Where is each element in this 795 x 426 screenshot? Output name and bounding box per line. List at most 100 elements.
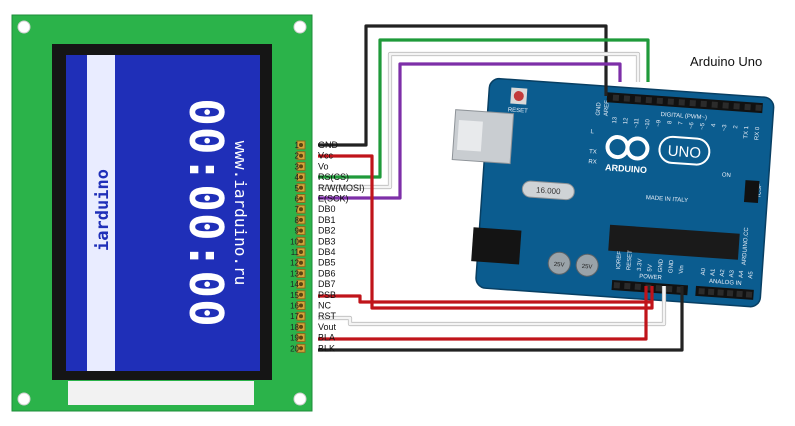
lcd-pin-label: DB0 <box>318 204 336 214</box>
arduino-title: Arduino Uno <box>690 54 762 69</box>
l-label: L <box>590 129 594 135</box>
on-label: ON <box>722 172 731 179</box>
power-pin-label: RESET <box>626 250 633 271</box>
digital-pin-socket <box>656 97 664 105</box>
power-pin-label: IOREF <box>616 251 623 270</box>
power-pin-label: GND <box>668 259 675 273</box>
digital-pin-socket <box>689 100 696 107</box>
reset-button-cap <box>513 91 524 102</box>
aref-label: AREF <box>604 100 611 117</box>
lcd-url-text: www.iarduino.ru <box>231 141 250 286</box>
capacitor <box>575 253 599 277</box>
lcd-pin-hole <box>299 164 303 169</box>
lcd-pin-label: DB6 <box>318 268 336 278</box>
lcd-pin-label: DB3 <box>318 236 336 246</box>
lcd-pin-hole <box>299 303 303 308</box>
digital-pin-label: ~5 <box>700 122 707 130</box>
lcd-pin-hole <box>299 324 303 329</box>
digital-pin-socket <box>711 101 718 108</box>
power-header-label: POWER <box>639 274 663 282</box>
digital-pin-label: 4 <box>711 123 717 127</box>
lcd-pin-number: 12 <box>290 259 299 268</box>
digital-pin-label: 2 <box>733 124 739 128</box>
lcd-pin-label: Vout <box>318 322 337 332</box>
lcd-pin-hole <box>299 250 303 254</box>
digital-pin-label: 12 <box>623 117 629 125</box>
lcd-pin-number: 14 <box>290 280 299 289</box>
capacitor <box>547 251 571 275</box>
digital-pin-socket <box>667 98 674 105</box>
power-pin-socket <box>655 285 662 292</box>
arduino-brand: ARDUINO <box>605 162 648 175</box>
crystal <box>521 180 575 201</box>
lcd-header-pads <box>296 140 306 353</box>
lcd-pin-number: 19 <box>290 334 299 343</box>
arduino-logo <box>605 135 711 166</box>
digital-pin-socket <box>755 104 762 112</box>
wire-gnd <box>318 24 608 147</box>
wire-rw-mosi-core <box>318 52 640 189</box>
lcd-pin-label: DB4 <box>318 247 336 257</box>
wire-rs-cs <box>318 38 650 179</box>
digital-pin-label: 7 <box>678 121 684 125</box>
lcd-pin-label: NC <box>318 301 331 311</box>
lcd-pin-number: 8 <box>295 216 300 225</box>
lcd-pin-label: RST <box>318 311 337 321</box>
mount-hole <box>17 392 31 406</box>
analog-pin-socket <box>698 288 705 295</box>
wires <box>318 24 684 352</box>
lcd-pin-number: 15 <box>290 291 299 300</box>
power-pin-label: 5V <box>647 264 653 272</box>
lcd-pin-number: 11 <box>291 248 300 257</box>
digital-pin-socket <box>623 95 631 102</box>
digital-pin-label: ~10 <box>645 118 652 129</box>
digital-pin-label: 13 <box>612 116 618 124</box>
capacitor-label: 25V <box>554 262 565 269</box>
lcd-pin-hole <box>299 185 303 190</box>
lcd-pin-number: 1 <box>295 141 300 150</box>
lcd-pin-hole <box>299 260 303 265</box>
mount-hole <box>17 20 31 34</box>
power-pin-label: Vin <box>679 265 686 274</box>
digital-pin-label: RX 0 <box>754 126 761 140</box>
digital-pin-socket <box>678 99 685 106</box>
lcd-pin-hole <box>299 217 303 222</box>
capacitor-label: 25V <box>581 264 592 271</box>
analog-pin-socket <box>745 291 753 298</box>
lcd-pin-number: 17 <box>290 312 299 321</box>
analog-pin-label: A4 <box>739 270 746 278</box>
analog-pin-label: A5 <box>748 271 755 279</box>
lcd-pin-number: 4 <box>295 173 300 182</box>
arduino-model: UNO <box>667 143 701 162</box>
lcd-pin-hole <box>299 292 303 297</box>
lcd-highlight-strip <box>87 55 115 371</box>
lcd-pin-hole <box>299 153 303 158</box>
made-in-text: MADE IN ITALY <box>646 195 689 204</box>
lcd-pin-label: DB1 <box>318 215 336 225</box>
mount-hole <box>293 392 307 406</box>
gnd-label: GND <box>596 101 603 115</box>
lcd-pin-hole <box>299 143 303 147</box>
dc-jack <box>471 227 522 265</box>
lcd-pin-label: DB7 <box>318 279 336 289</box>
analog-pin-label: A2 <box>720 269 727 277</box>
rx-label: RX <box>588 159 597 166</box>
lcd-pin-number: 9 <box>295 227 300 236</box>
digital-pin-socket <box>645 96 653 104</box>
analog-pin-socket <box>736 290 743 298</box>
lcd-pin-label: DB5 <box>318 258 336 268</box>
digital-pin-socket <box>634 96 642 103</box>
lcd-pin-hole <box>299 314 303 319</box>
analog-pin-label: A0 <box>701 267 708 275</box>
lcd-pin-label: DB2 <box>318 226 336 236</box>
analog-pin-label: A1 <box>710 268 717 276</box>
digital-pin-socket <box>700 100 707 108</box>
lcd-time-text: 00:00:00 <box>179 98 233 328</box>
crystal-label: 16.000 <box>536 185 562 196</box>
lcd-pin-number: 13 <box>290 269 299 278</box>
lcd-bottom-tab <box>68 381 254 405</box>
lcd-brand-text: iarduino <box>93 169 113 251</box>
wire-rst-core <box>318 286 666 326</box>
